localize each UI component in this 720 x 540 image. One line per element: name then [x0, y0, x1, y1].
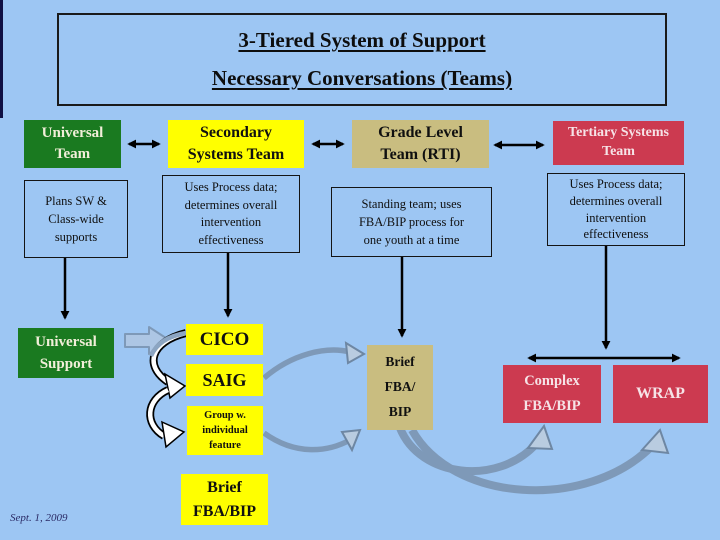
cascade-arrowhead-1: [163, 372, 187, 400]
grade-level-team-box: Grade Level Team (RTI): [352, 120, 489, 168]
universal-team-box: Universal Team: [24, 120, 121, 168]
cascade-arrows: [146, 329, 188, 449]
tertiary-systems-team-box: Tertiary Systems Team: [553, 121, 684, 165]
brief-fba-bip-yellow-box: Brief FBA/BIP: [181, 474, 268, 525]
slide-date: Sept. 1, 2009: [10, 512, 68, 524]
title-box: 3-Tiered System of Support Necessary Con…: [57, 13, 667, 106]
grade-level-description-box: Standing team; uses FBA/BIP process for …: [331, 187, 492, 257]
drop-arrows: [60, 246, 681, 363]
universal-description-box: Plans SW & Class-wide supports: [24, 180, 128, 258]
cascade-arrow-2-outline: [146, 386, 170, 440]
saig-box: SAIG: [186, 364, 263, 396]
arrowhead-brieffba-to-complex: [526, 423, 554, 451]
cascade-arrow-1-slate-tip: [148, 330, 187, 357]
page-title: 3-Tiered System of Support: [238, 28, 486, 52]
arrow-saig-to-brieffba: [262, 347, 351, 381]
complex-fba-bip-box: Complex FBA/BIP: [503, 365, 601, 423]
page-subtitle: Necessary Conversations (Teams): [211, 66, 513, 90]
referral-arrows: [262, 341, 670, 495]
brief-fba-bip-tan-box: Brief FBA/ BIP: [367, 345, 433, 430]
group-individual-box: Group w. individual feature: [187, 406, 263, 455]
universal-support-box: Universal Support: [18, 328, 114, 378]
block-arrow-support-to-cico: [124, 326, 170, 355]
arrowhead-group-to-brieffba: [340, 428, 362, 453]
arrowhead-saig-to-brieffba: [344, 341, 366, 365]
arrow-brieffba-to-complex: [396, 426, 539, 476]
cico-box: CICO: [186, 324, 263, 355]
cascade-arrow-1-outline: [149, 329, 188, 386]
arrow-brieffba-to-wrap: [408, 428, 655, 495]
tertiary-description-box: Uses Process data; determines overall in…: [547, 173, 685, 246]
cascade-arrow-1-body: [151, 330, 187, 384]
arrowhead-brieffba-to-wrap: [639, 428, 670, 455]
window-edge-stripe: [0, 0, 3, 118]
wrap-box: WRAP: [613, 365, 708, 423]
secondary-description-box: Uses Process data; determines overall in…: [162, 175, 300, 253]
cascade-arrowhead-2: [161, 420, 186, 449]
arrow-group-to-brieffba: [262, 430, 352, 453]
secondary-systems-team-box: Secondary Systems Team: [168, 120, 304, 168]
cascade-arrow-2-body: [147, 387, 170, 438]
